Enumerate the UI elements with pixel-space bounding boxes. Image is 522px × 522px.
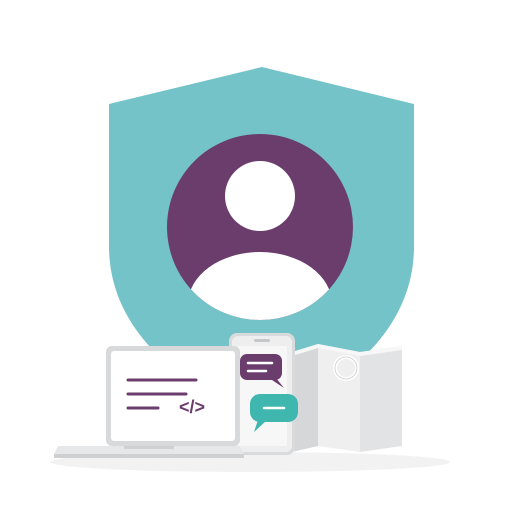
code-symbol: </> [179,397,205,417]
code-icon: </> [126,378,205,417]
chat-bubble-purple [240,354,284,388]
folded-map-icon [292,344,402,452]
avatar-head [225,161,295,231]
location-pin-icon [333,355,359,381]
user-avatar-icon [167,134,353,320]
laptop-icon: </> [54,346,244,458]
smartphone-icon [229,333,298,455]
avatar-body [188,252,332,320]
chat-bubble-teal [250,394,298,432]
